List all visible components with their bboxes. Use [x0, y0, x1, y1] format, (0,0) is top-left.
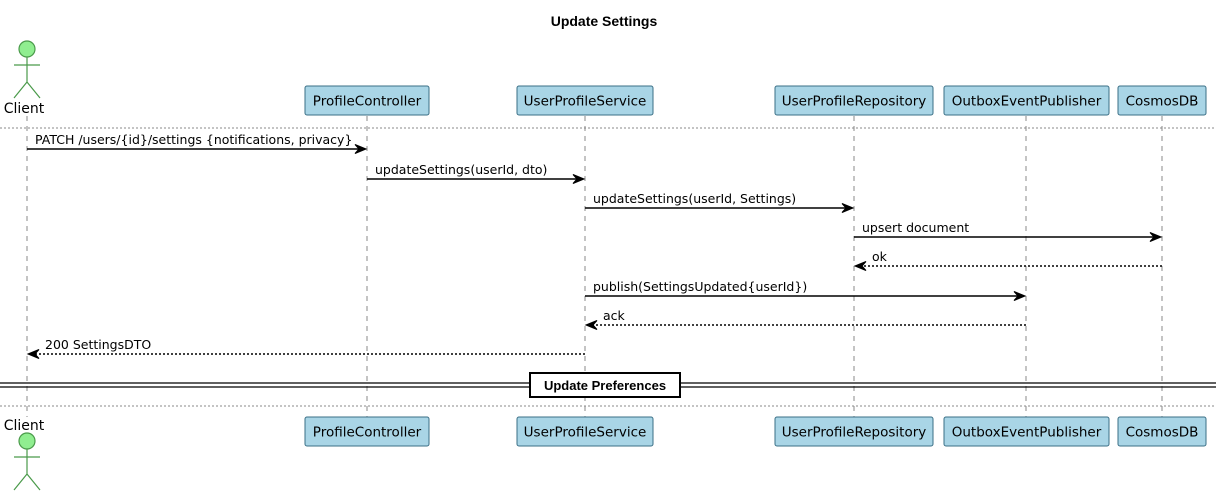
message-4: upsert document [854, 220, 1163, 242]
participant-box [943, 85, 1110, 116]
actor-label: Client [4, 418, 45, 434]
participant-label: OutboxEventPublisher [952, 425, 1102, 441]
participant-label: OutboxEventPublisher [952, 94, 1102, 110]
participant-box [516, 85, 654, 116]
participant-profile-controller-top: ProfileController [304, 85, 430, 116]
message-1: PATCH /users/{id}/settings {notification… [27, 132, 368, 154]
arrowhead [354, 144, 368, 154]
message-5: ok [853, 249, 1162, 271]
participant-cosmosdb-bottom: CosmosDB [1117, 416, 1207, 447]
message-3: updateSettings(userId, Settings) [585, 191, 855, 213]
message-label: ok [872, 249, 888, 264]
participant-client-bottom: Client [4, 418, 45, 491]
actor-head [18, 40, 36, 58]
diagram-title: Update Settings [551, 13, 658, 29]
message-label: ack [603, 308, 626, 323]
participant-user-profile-service-bottom: UserProfileService [516, 416, 654, 447]
participant-label: ProfileController [313, 425, 422, 441]
participant-box [1117, 416, 1207, 447]
participant-user-profile-service-top: UserProfileService [516, 85, 654, 116]
participant-profile-controller-bottom: ProfileController [304, 416, 430, 447]
actor-label: Client [4, 101, 45, 117]
actor-head [18, 432, 36, 450]
participant-outbox-event-publisher-top: OutboxEventPublisher [943, 85, 1110, 116]
divider-label: Update Preferences [544, 378, 666, 393]
message-label: publish(SettingsUpdated{userId}) [593, 279, 807, 294]
participant-box [774, 416, 934, 447]
message-label: updateSettings(userId, dto) [375, 162, 547, 177]
actor-body [13, 57, 41, 99]
participant-user-profile-repository-top: UserProfileRepository [774, 85, 934, 116]
participant-box [304, 416, 430, 447]
arrowhead [26, 349, 40, 359]
participant-label: CosmosDB [1126, 425, 1199, 441]
message-6: publish(SettingsUpdated{userId}) [585, 279, 1027, 301]
participant-label: ProfileController [313, 94, 422, 110]
participant-box [943, 416, 1110, 447]
participant-box [304, 85, 430, 116]
message-label: updateSettings(userId, Settings) [593, 191, 796, 206]
participant-box [774, 85, 934, 116]
arrowhead [584, 320, 598, 330]
message-label: PATCH /users/{id}/settings {notification… [35, 132, 352, 147]
arrowhead [841, 203, 855, 213]
participant-client-top: Client [4, 40, 45, 117]
actor-body [13, 449, 41, 491]
message-label: upsert document [862, 220, 969, 235]
divider: Update Preferences [0, 372, 1216, 398]
participant-user-profile-repository-bottom: UserProfileRepository [774, 416, 934, 447]
message-label: 200 SettingsDTO [45, 337, 151, 352]
participant-label: UserProfileService [524, 425, 647, 441]
participant-outbox-event-publisher-bottom: OutboxEventPublisher [943, 416, 1110, 447]
arrowhead [1013, 291, 1027, 301]
arrowhead [1149, 232, 1163, 242]
arrowhead [853, 261, 867, 271]
participant-label: UserProfileRepository [782, 425, 927, 441]
participant-box [516, 416, 654, 447]
participant-cosmosdb-top: CosmosDB [1117, 85, 1207, 116]
participant-label: CosmosDB [1126, 94, 1199, 110]
message-8: 200 SettingsDTO [26, 337, 585, 359]
message-7: ack [584, 308, 1026, 330]
message-2: updateSettings(userId, dto) [367, 162, 586, 184]
divider-box [529, 372, 681, 398]
participant-label: UserProfileRepository [782, 94, 927, 110]
participant-label: UserProfileService [524, 94, 647, 110]
participant-box [1117, 85, 1207, 116]
arrowhead [572, 174, 586, 184]
